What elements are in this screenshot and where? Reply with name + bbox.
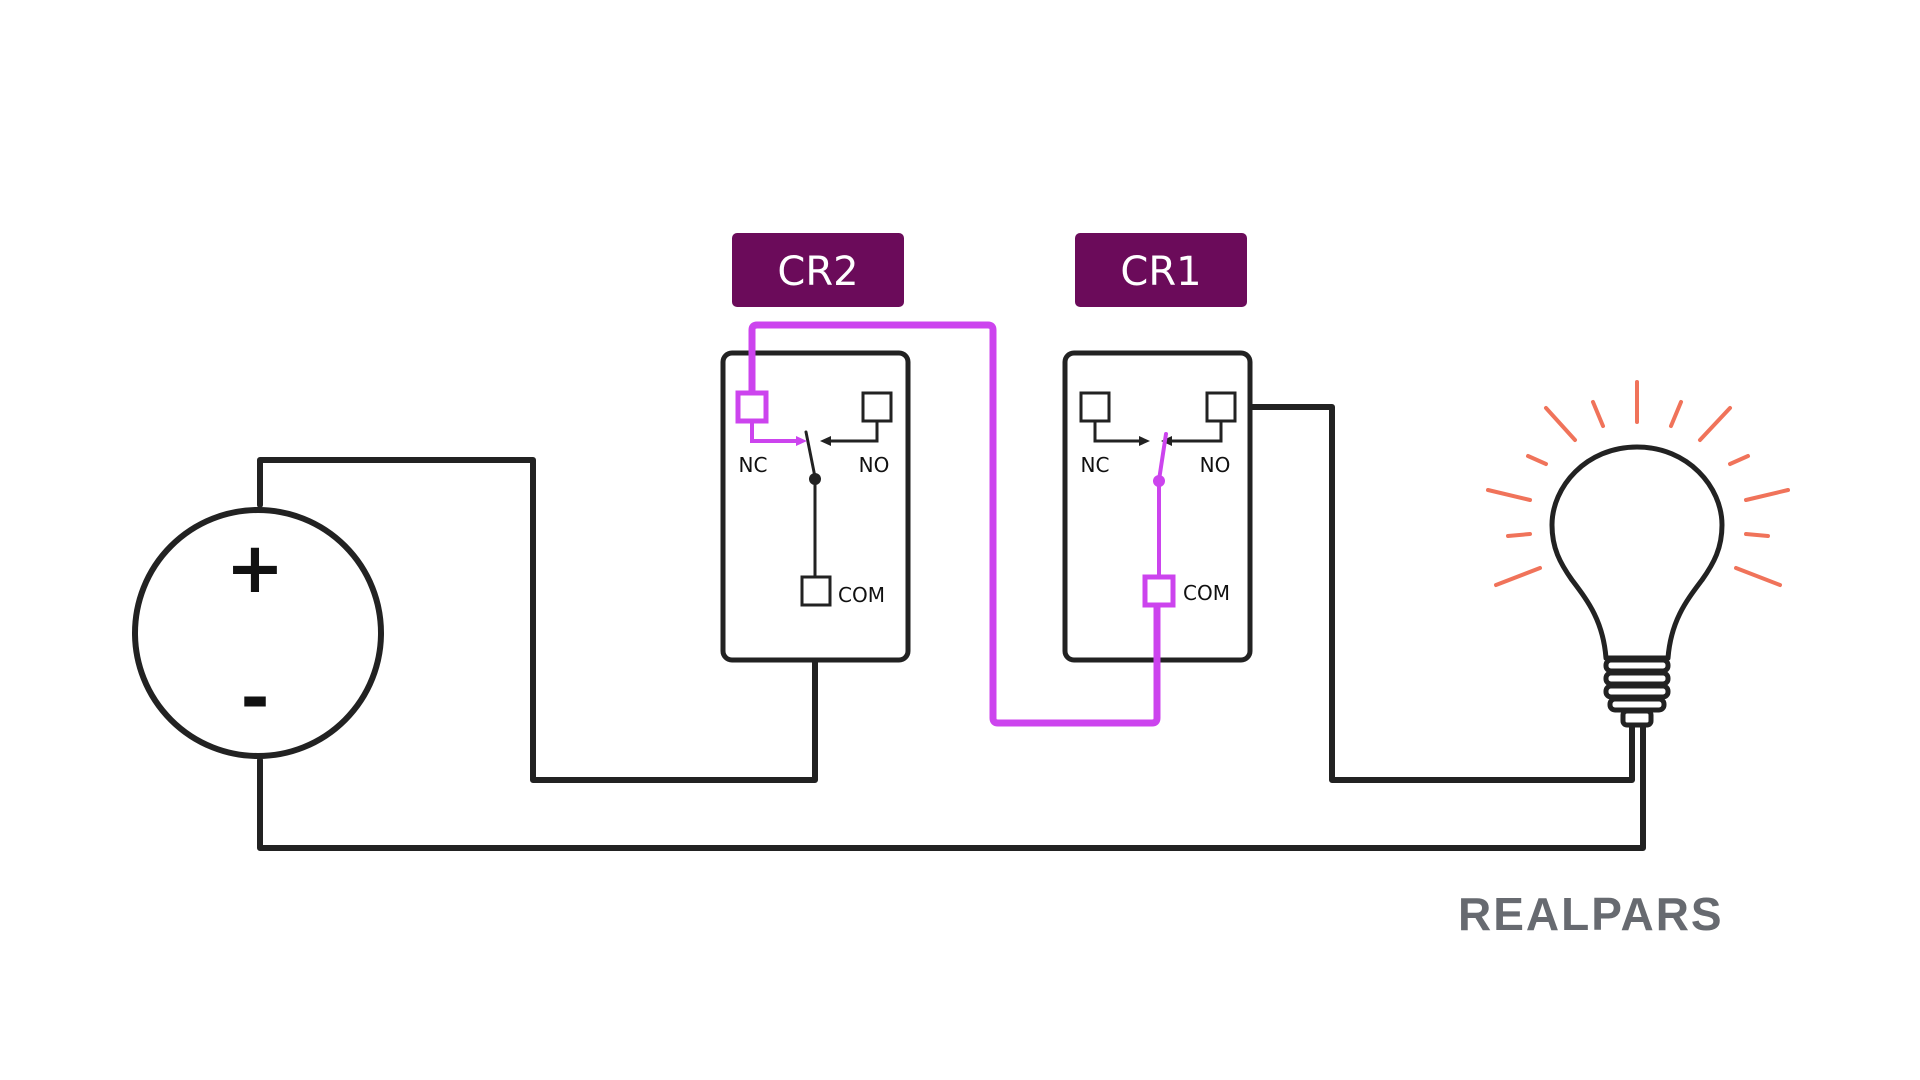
realpars-logo: REALPARS (1458, 888, 1724, 940)
cr2-no-arrowhead (820, 436, 831, 446)
cr1-pivot-active (1153, 475, 1165, 487)
cr1-com-terminal-active (1142, 574, 1176, 608)
cr2-nc-terminal-active (735, 390, 769, 424)
cr1-nc-arrowhead (1139, 436, 1150, 446)
battery-plus-sign: + (226, 527, 285, 609)
cr1-nc-lead (1093, 418, 1145, 443)
relay-cr2: NC NO COM (720, 350, 911, 663)
cr1-no-terminal (1205, 391, 1237, 423)
cr2-switch-blade (804, 430, 817, 479)
cr2-com-label: COM (838, 583, 885, 607)
bulb-base-ring-4 (1607, 696, 1667, 713)
light-bulb-icon (1549, 444, 1725, 728)
ray-right-2 (1744, 488, 1790, 502)
cr1-com-label: COM (1183, 581, 1230, 605)
ray-left-2 (1486, 488, 1532, 502)
ray-top-left-1 (1591, 400, 1605, 428)
battery: + - (132, 507, 384, 759)
cr2-nc-lead-active (750, 418, 802, 443)
relay-tag-cr2-background (732, 233, 904, 307)
bulb-glass (1549, 444, 1725, 661)
bulb-base-ring-1 (1603, 657, 1671, 674)
relay-tag-cr1-background (1075, 233, 1247, 307)
ray-right-4 (1734, 566, 1782, 587)
ray-top-right-2 (1698, 406, 1732, 442)
cr2-no-label: NO (859, 453, 890, 477)
ray-top-right-1 (1669, 400, 1683, 428)
ray-left-3 (1506, 532, 1532, 538)
ray-top-left-2 (1544, 406, 1577, 442)
relay-tag-cr2: CR2 (732, 233, 904, 307)
cr2-no-lead (824, 418, 879, 443)
cr2-com-terminal (800, 575, 832, 607)
ray-right-3 (1744, 532, 1770, 538)
bulb-base-ring-3 (1603, 683, 1671, 700)
battery-minus-sign: - (240, 657, 269, 739)
cr1-no-label: NO (1200, 453, 1231, 477)
cr1-no-lead (1166, 418, 1223, 443)
battery-circle (132, 507, 384, 759)
wire-battery-minus-to-lamp (257, 722, 1646, 851)
wiring (257, 404, 1646, 851)
cr1-nc-terminal (1079, 391, 1111, 423)
relay-tag-cr1: CR1 (1075, 233, 1247, 307)
ray-left-1 (1526, 454, 1548, 466)
ray-left-4 (1494, 566, 1542, 587)
cr2-pivot (809, 473, 821, 485)
relay-tag-cr2-text: CR2 (777, 249, 858, 295)
relay-tag-cr1-text: CR1 (1120, 249, 1201, 295)
cr2-no-terminal (861, 391, 893, 423)
wire-battery-plus-to-cr2-com (257, 457, 818, 783)
active-wire-cr2-nc-to-cr1-com (748, 321, 1161, 727)
bulb-base-ring-2 (1603, 670, 1671, 687)
cr1-switch-blade-active (1157, 432, 1168, 482)
bulb-base-tip (1620, 708, 1654, 728)
wire-cr1-no-to-lamp (1237, 404, 1635, 783)
ray-right-1 (1728, 454, 1750, 466)
light-rays-icon (1486, 380, 1790, 587)
active-current-path (735, 321, 1176, 727)
cr2-nc-arrowhead-active (796, 436, 807, 446)
cr1-nc-label: NC (1081, 453, 1110, 477)
cr2-nc-label: NC (739, 453, 768, 477)
